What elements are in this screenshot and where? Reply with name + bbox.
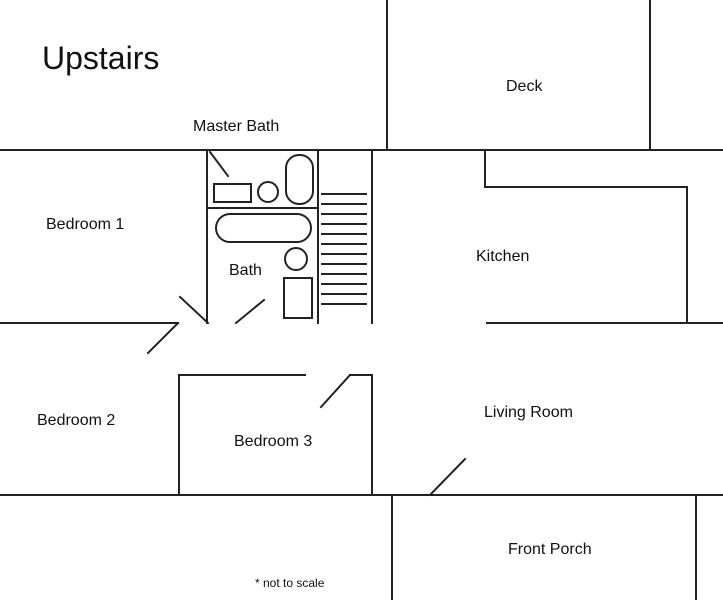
- room-label-bath: Bath: [229, 262, 262, 279]
- room-label-bedroom-1: Bedroom 1: [46, 216, 125, 233]
- stairs: [321, 193, 367, 305]
- room-label-bedroom-2: Bedroom 2: [37, 412, 116, 429]
- front-porch-walls: [391, 494, 697, 600]
- page-title: Upstairs: [42, 40, 160, 76]
- room-label-kitchen: Kitchen: [476, 248, 530, 265]
- room-label-deck: Deck: [506, 78, 543, 95]
- bedroom-3-walls: [178, 374, 373, 496]
- house-walls: [0, 149, 723, 496]
- room-label-bedroom-3: Bedroom 3: [234, 433, 313, 450]
- deck-walls: [386, 0, 651, 151]
- scale-note: * not to scale: [255, 576, 325, 590]
- room-label-living-room: Living Room: [484, 404, 573, 421]
- room-label-master-bath: Master Bath: [193, 118, 280, 135]
- bath-fixtures: [206, 154, 319, 319]
- kitchen-counter: [484, 149, 688, 324]
- door-swings: [146, 150, 467, 497]
- room-label-front-porch: Front Porch: [508, 541, 592, 558]
